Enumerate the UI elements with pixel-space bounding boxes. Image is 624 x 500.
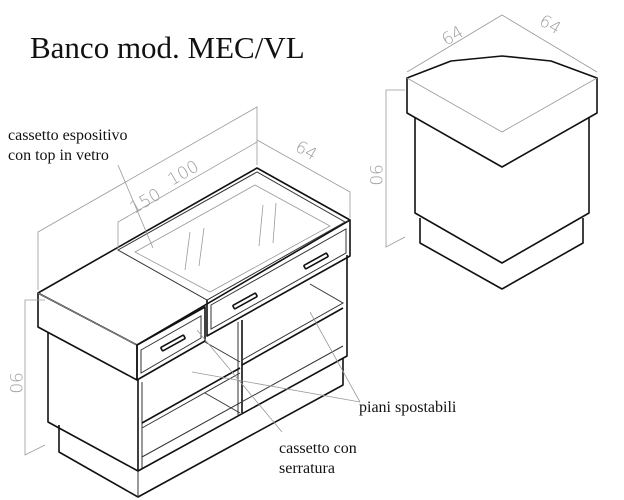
top-guide [37,292,138,346]
corner-unit: 64 64 90 [365,11,598,290]
label-lock-drawer-2: serratura [279,460,335,477]
corner-body [414,118,590,264]
display-drawer-panel [210,228,347,330]
handle-icon [232,292,258,310]
glass-top [116,171,347,301]
counter-top [37,167,351,346]
dim-150: 150 [127,185,165,219]
corner-dim-left: 64 [439,22,468,50]
dim-line-90 [24,299,46,456]
label-display-drawer-1: cassetto espositivo [8,127,128,144]
corner-dim-height [385,89,406,248]
dim-line-64 [256,139,351,218]
corner-dim-lines [406,14,598,73]
bottom-left-side [204,392,241,414]
bottom-panel [141,345,344,458]
handle-icon [160,334,186,352]
counter-body [47,255,348,472]
glass-reflections [184,202,277,271]
label-display-drawer-2: con top in vetro [8,147,109,164]
label-lock-drawer-1: cassetto con [279,440,357,457]
corner-plinth [419,218,584,290]
counter-unit [37,167,351,498]
lock-drawer-front [136,306,206,381]
dim-100: 100 [165,157,203,191]
glass-inner [134,184,331,293]
display-drawer-front [206,220,351,337]
corner-dim-right: 64 [536,11,565,39]
dim-90: 90 [5,372,25,394]
drawing-title: Banco mod. MEC/VL [30,30,305,65]
dim-line-150 [37,106,258,290]
shelf-left-front [141,367,241,424]
shelf-right-front [241,307,344,366]
lock-drawer-panel [140,315,202,374]
handle-icon [303,252,329,270]
corner-top [406,55,598,168]
dim-line-100 [117,141,258,248]
corner-dim-90: 90 [365,164,385,186]
shelf-left-edge [141,372,241,429]
shelf-right-edge [241,283,345,361]
label-shelves: piani spostabili [359,399,457,416]
corner-top-guide [406,77,598,133]
shelf-left-side [204,341,241,363]
dim-64: 64 [292,137,321,165]
leader-lines [117,164,361,433]
